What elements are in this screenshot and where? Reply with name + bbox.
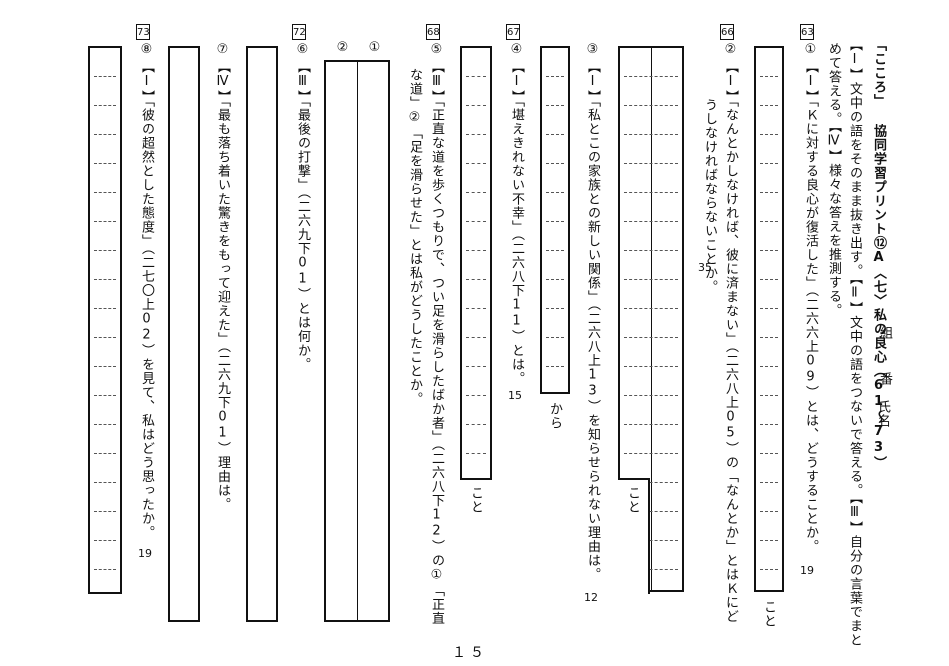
question-number-73: 73 [136,24,150,40]
question-1-char-count: 19 [800,564,814,577]
question-5-text-line1: 「正直な道を歩くつもりで、つい足を滑らしたばか者」（二六八下12）の①「正直 [429,94,444,626]
sub-label-1: ① [367,40,382,56]
question-1-level: 【Ⅰ】 [803,60,818,104]
answer-box-7[interactable] [168,46,200,622]
answer-box-3[interactable] [540,46,570,394]
question-1-text: 「Ｋに対する良心が復活した」（二六六上09）とは、どうすることか。 [803,94,818,554]
question-6-text: 「最後の打撃」（二六九下01）とは何か。 [295,94,310,372]
answer-box-1[interactable] [754,46,784,592]
class-label: 組 [877,326,892,340]
page-number: １５ [452,645,488,661]
number-label: 番 [877,372,892,386]
answer-box-5[interactable] [324,60,390,622]
question-4-char-count: 15 [508,389,522,402]
sub-label-2: ② [335,40,350,56]
page-title: 「こころ」 協同学習プリント⑫A〈七〉私の良心（61～73） [871,38,886,470]
question-number-68: 68 [426,24,440,40]
question-8-label: ⑧ [139,42,154,58]
question-3-char-count: 12 [584,591,598,604]
question-2-text-line2: うしなければならないことか。 [702,98,717,294]
question-3-text: 「私とこの家族との新しい関係」（二六八上13）を知らせられない理由は。 [585,94,600,582]
question-7-label: ⑦ [215,42,230,58]
question-number-72: 72 [292,24,306,40]
question-number-67: 67 [506,24,520,40]
question-3-label: ③ [585,42,600,58]
question-8-level: 【Ⅰ】 [139,60,154,104]
question-5-level: 【Ⅲ】 [429,60,444,104]
question-4-label: ④ [509,42,524,58]
answer-suffix-2: こと [625,486,640,514]
name-label: 氏名 [875,400,890,428]
question-number-63: 63 [800,24,814,40]
question-4-level: 【Ⅰ】 [509,60,524,104]
question-2-level: 【Ⅰ】 [723,60,738,104]
question-2-char-count: 35 [698,261,712,274]
question-2-label: ② [723,42,738,58]
question-6-level: 【Ⅲ】 [295,60,310,104]
question-8-char-count: 19 [138,547,152,560]
question-2-text-line1: 「なんとかしなければ、彼に済まない」（二六八上05）の「なんとか」とはＫにど [723,94,738,624]
answer-box-4[interactable] [460,46,492,480]
answer-box-2[interactable] [618,46,684,592]
question-1-label: ① [803,42,818,58]
question-8-text: 「彼の超然とした態度」（二七〇上02）を見て、私はどう思ったか。 [139,94,154,540]
instruction-line-1: 【Ⅰ】文中の語をそのまま抜き出す。【Ⅱ】文中の語をつないで答える。【Ⅲ】自分の言… [847,38,862,647]
question-4-text: 「堪えきれない不幸」（二六八下11）とは。 [509,94,524,386]
question-3-level: 【Ⅰ】 [585,60,600,104]
answer-box-8[interactable] [88,46,122,594]
answer-suffix-1: こと [761,600,776,628]
question-7-level: 【Ⅳ】 [215,60,230,104]
answer-suffix-3: から [547,402,562,430]
question-7-text: 「最も落ち着いた驚きをもって迎えた」（二六九下01）理由は。 [215,94,230,512]
instruction-line-2: めて答える。【Ⅳ】様々な答えを推測する。 [826,42,841,318]
question-5-text-line2: な道」②「足を滑らせた」とは私がどうしたことか。 [407,68,422,406]
question-5-label: ⑤ [429,42,444,58]
answer-box-6[interactable] [246,46,278,622]
answer-suffix-4: こと [468,486,483,514]
question-number-66: 66 [720,24,734,40]
question-6-label: ⑥ [295,42,310,58]
